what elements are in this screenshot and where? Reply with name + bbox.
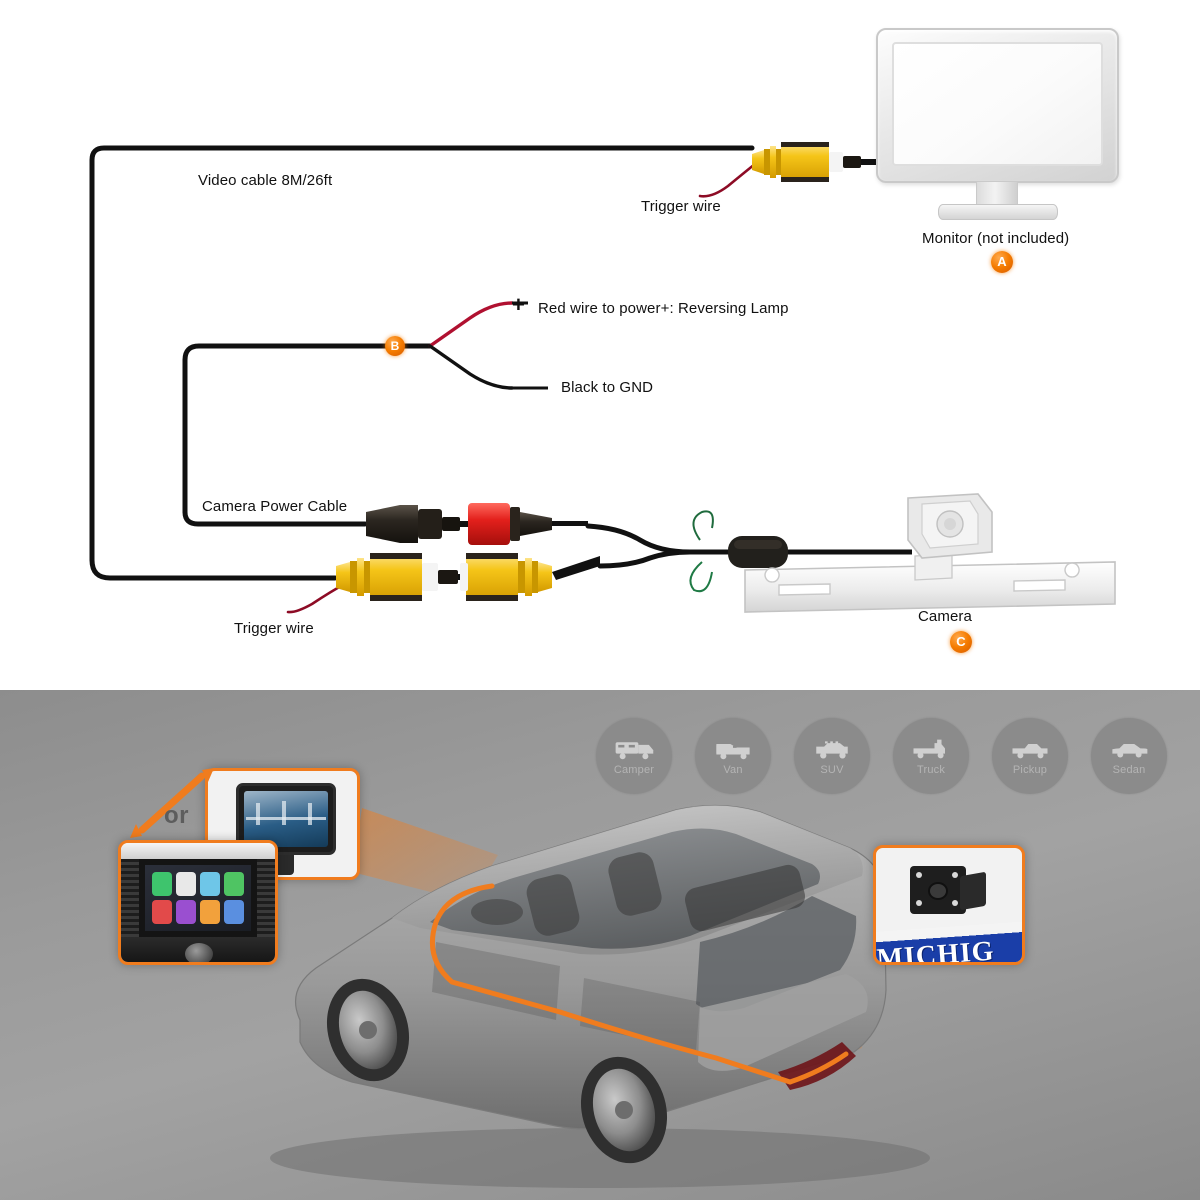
video-cable-label: Video cable 8M/26ft (198, 172, 333, 189)
vehicle-type-label: Sedan (1112, 763, 1146, 776)
monitor-illustration (876, 28, 1119, 220)
vehicle-type-label: Truck (916, 763, 946, 776)
wiring-diagram-panel: Video cable 8M/26ft Trigger wire Monitor… (89, 28, 1119, 653)
or-label: or (164, 802, 189, 829)
suv-icon (811, 737, 853, 763)
cable-route-path-rear (787, 1051, 849, 1085)
camera-power-cable-label: Camera Power Cable (202, 498, 348, 515)
head-unit-knob[interactable] (185, 943, 213, 962)
rca-connector-lower-right (460, 553, 600, 601)
wiring-diagram-graphic (89, 142, 1116, 614)
vehicle-type-list: Camper Van SUV Truck Pickup Sedan (596, 718, 1167, 794)
monitor-label: Monitor (not included) (922, 230, 1070, 247)
camera-module (907, 493, 993, 559)
pickup-icon (1009, 737, 1051, 763)
vehicle-type-van: Van (695, 718, 771, 794)
badge-b-power-junction: B (385, 336, 405, 356)
vehicle-type-camper: Camper (596, 718, 672, 794)
power-barrel-connector-male (366, 505, 482, 543)
van-icon (712, 737, 754, 763)
camera-label: Camera (918, 608, 972, 625)
vehicle-type-label: Pickup (1012, 763, 1048, 776)
camper-icon (613, 737, 655, 763)
badge-c-camera: C (950, 631, 972, 653)
vehicle-illustration (270, 804, 930, 1188)
cable-ferrite-bead (728, 536, 788, 568)
power-barrel-connector-female (468, 503, 588, 545)
cable-route-path (429, 883, 793, 1085)
plus-sign: + (512, 292, 525, 317)
camera-callout-body (910, 862, 986, 918)
trigger-wire-top-label: Trigger wire (641, 198, 721, 215)
sedan-icon (1108, 737, 1150, 763)
vehicle-type-pickup: Pickup (992, 718, 1068, 794)
license-plate-text: MICHIG (875, 935, 996, 965)
trigger-wire-bottom-label: Trigger wire (234, 620, 314, 637)
rca-connector-monitor (752, 142, 877, 182)
vehicle-type-label: Van (723, 763, 743, 776)
rca-connector-lower-left (336, 553, 470, 601)
vehicle-type-suv: SUV (794, 718, 870, 794)
monitor-screen (892, 42, 1103, 166)
vehicle-type-label: Camper (613, 763, 655, 776)
vehicle-installation-panel: Camper Van SUV Truck Pickup Sedan (0, 690, 1200, 1200)
camera-lens-icon (928, 882, 948, 900)
monitor-base (938, 204, 1058, 220)
callout-portable-monitor[interactable] (205, 768, 360, 880)
car-rear-wheel (580, 1056, 668, 1164)
black-wire-label: Black to GND (561, 379, 654, 396)
or-double-arrow-icon (130, 768, 214, 838)
vehicle-type-truck: Truck (893, 718, 969, 794)
car-front-wheel (326, 978, 410, 1082)
head-unit-app-grid (145, 865, 251, 931)
vehicle-type-label: SUV (820, 763, 844, 776)
red-wire-label: Red wire to power+: Reversing Lamp (538, 300, 789, 317)
callout-head-unit[interactable] (118, 840, 278, 965)
vehicle-type-sedan: Sedan (1091, 718, 1167, 794)
license-plate: MICHIG (875, 919, 1022, 965)
license-plate-bracket (744, 553, 1116, 613)
truck-icon (910, 737, 952, 763)
car-interior (432, 852, 806, 1050)
badge-a-monitor: A (991, 251, 1013, 273)
car-rear-window (696, 896, 857, 1012)
car-trunk (698, 974, 868, 1071)
monitor-neck (976, 181, 1018, 207)
callout-camera[interactable]: MICHIG (873, 845, 1025, 965)
